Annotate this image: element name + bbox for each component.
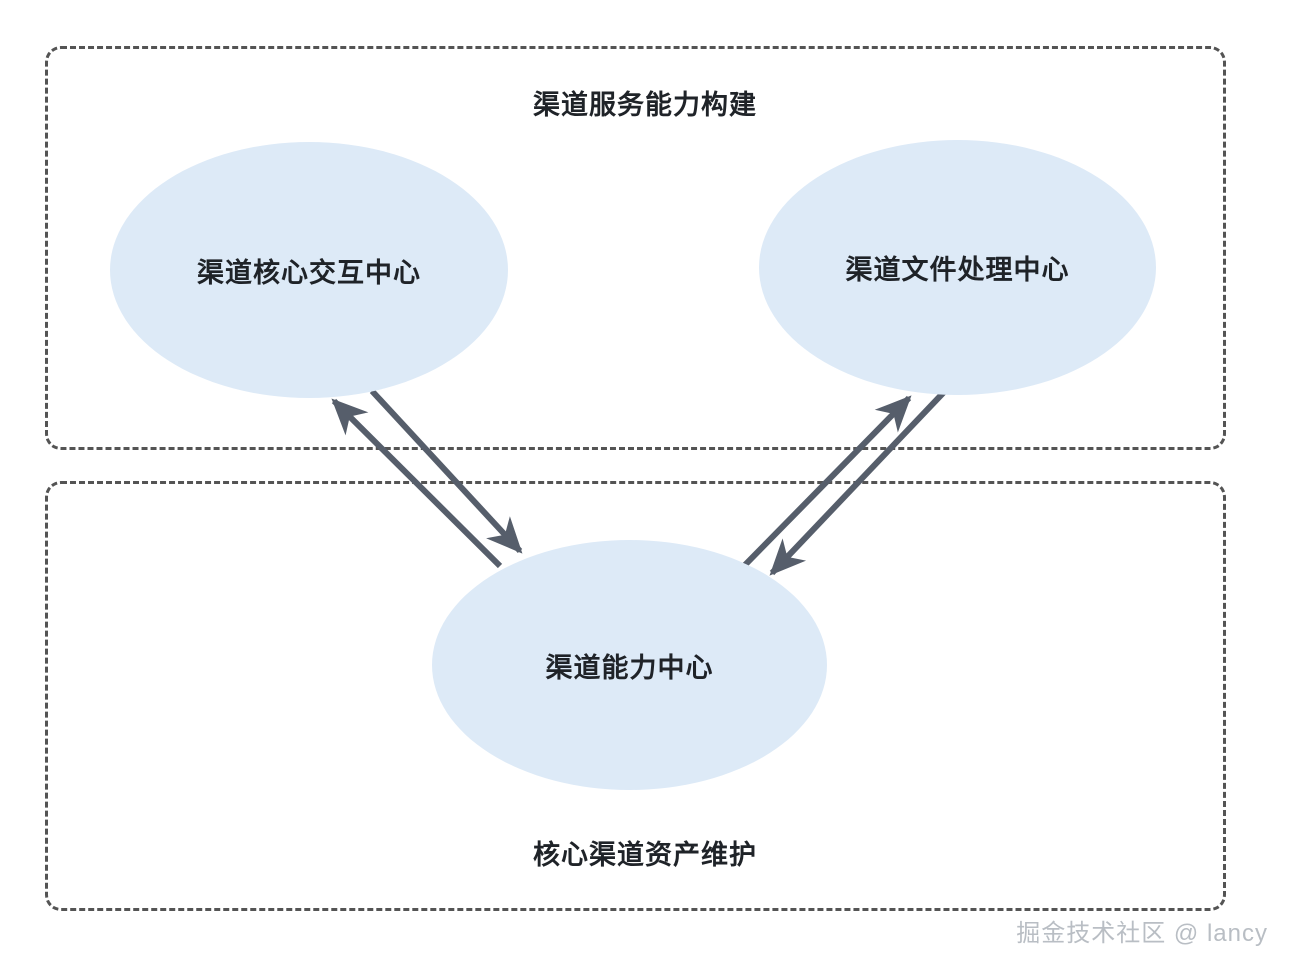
group-title-channel-service-capability: 渠道服务能力构建: [533, 90, 757, 120]
node-channel-core-interaction-center[interactable]: 渠道核心交互中心: [110, 142, 508, 398]
group-box-core-channel-asset-maintenance: [45, 481, 1226, 911]
node-channel-file-processing-center[interactable]: 渠道文件处理中心: [759, 140, 1156, 395]
node-channel-capability-center[interactable]: 渠道能力中心: [432, 540, 827, 790]
node-label-channel-file-processing-center: 渠道文件处理中心: [845, 255, 1070, 285]
group-title-core-channel-asset-maintenance: 核心渠道资产维护: [533, 840, 757, 870]
watermark-text: 掘金技术社区 @ lancy: [1016, 920, 1268, 947]
node-label-channel-core-interaction-center: 渠道核心交互中心: [197, 257, 421, 288]
group-box-channel-service-capability: [45, 46, 1226, 450]
node-label-channel-capability-center: 渠道能力中心: [545, 652, 714, 683]
